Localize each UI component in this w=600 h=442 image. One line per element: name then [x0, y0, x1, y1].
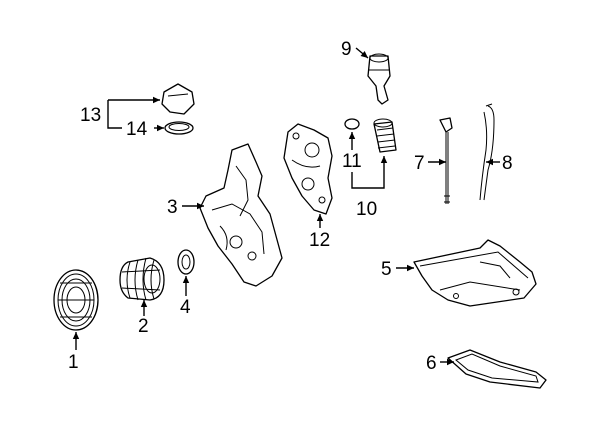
cap-seal-drawing: [164, 121, 194, 135]
upper-timing-cover-drawing: [283, 123, 333, 215]
arrowhead-11: [380, 156, 388, 163]
callout-8: 8: [502, 153, 513, 174]
dipstick-tube-drawing: [479, 103, 495, 201]
arrowhead-14: [157, 124, 164, 132]
arrowhead-8: [486, 158, 493, 166]
callout-13: 13: [80, 105, 101, 126]
callout-4: 4: [180, 297, 191, 318]
front-crank-seal-drawing: [177, 249, 195, 275]
callout-14: 14: [126, 119, 148, 140]
callout-11: 11: [342, 151, 362, 172]
arrowhead-2: [140, 300, 148, 307]
oil-filter-drawing: [373, 118, 397, 153]
oil-pan-drawing: [413, 239, 537, 307]
callout-5: 5: [381, 259, 392, 280]
leader-lines: [75, 47, 500, 363]
timing-cover-drawing: [199, 143, 283, 287]
callout-10: 10: [356, 199, 377, 220]
dipstick-drawing: [439, 117, 453, 204]
callout-12: 12: [309, 230, 330, 251]
oil-filler-neck-drawing: [367, 53, 391, 105]
arrowhead-1: [72, 332, 80, 339]
arrowhead-9: [360, 51, 368, 58]
callout-7: 7: [414, 153, 425, 174]
callout-2: 2: [138, 316, 149, 337]
arrowhead-6: [447, 358, 454, 366]
arrowhead-4: [197, 202, 204, 210]
oil-pan-gasket-drawing: [447, 349, 547, 389]
callout-3: 3: [167, 197, 178, 218]
callout-9: 9: [341, 39, 352, 60]
callout-1: 1: [68, 352, 79, 373]
callout-6: 6: [426, 353, 437, 374]
arrowheads: [72, 51, 493, 366]
arrowhead-10: [348, 132, 356, 139]
oil-filler-cap-drawing: [161, 83, 195, 115]
arrowhead-12: [316, 214, 324, 221]
arrowhead-3: [182, 276, 190, 283]
crankshaft-pulley-drawing: [53, 269, 99, 331]
arrowhead-13: [153, 96, 160, 104]
arrowhead-7: [439, 158, 446, 166]
o-ring-drawing: [344, 118, 360, 130]
vibration-damper-drawing: [119, 257, 165, 301]
arrowhead-5: [407, 264, 414, 272]
